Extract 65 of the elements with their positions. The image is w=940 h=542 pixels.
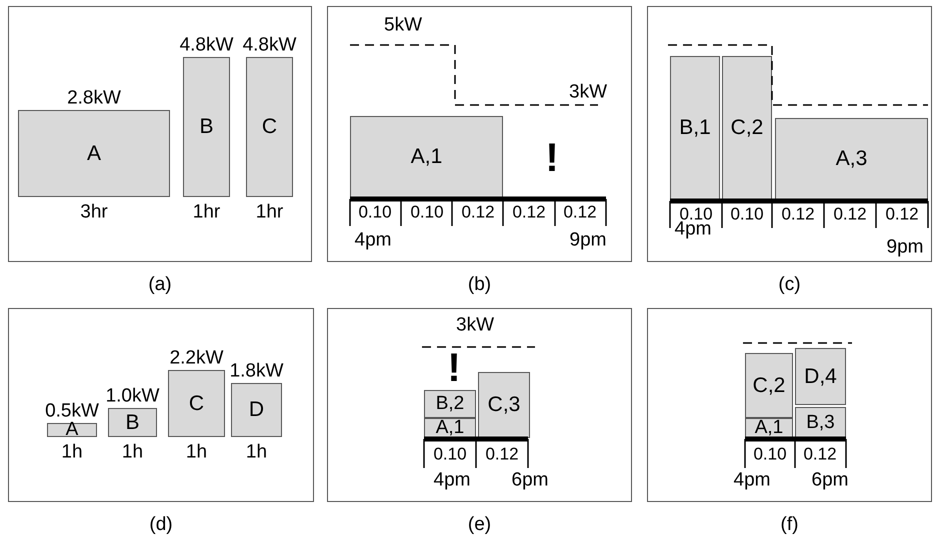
price-label: 0.10 <box>679 206 713 222</box>
price-label: 0.10 <box>433 446 467 462</box>
load-block: A,1 <box>350 116 503 198</box>
time-label: 4pm <box>354 230 392 250</box>
load-block: C,3 <box>478 372 530 438</box>
duration-label: 1hr <box>256 202 284 222</box>
load-block: D,4 <box>795 348 846 405</box>
panel-caption: (a) <box>148 274 172 296</box>
power-limit-label: 3kW <box>456 316 494 334</box>
panel-caption: (f) <box>780 514 798 536</box>
load-block: B <box>183 57 230 197</box>
power-label: 1.8kW <box>230 362 284 380</box>
duration-label: 1hr <box>192 202 220 222</box>
power-label: 2.8kW <box>67 88 121 108</box>
warning-mark: ! <box>545 138 559 178</box>
time-label: 6pm <box>512 470 548 490</box>
panel-caption: (c) <box>778 274 801 296</box>
price-label: 0.12 <box>781 206 815 222</box>
load-block: C <box>168 370 225 437</box>
duration-label: 1h <box>122 442 144 462</box>
load-block: A,3 <box>775 118 928 200</box>
load-block: B,3 <box>795 407 846 438</box>
power-label: 4.8kW <box>242 36 296 54</box>
time-label: 4pm <box>674 220 712 238</box>
load-block: B <box>108 408 157 437</box>
time-label: 9pm <box>886 238 924 256</box>
price-label: 0.12 <box>485 446 519 462</box>
warning-mark: ! <box>447 348 461 388</box>
power-label: 2.2kW <box>170 348 224 368</box>
power-limit-label: 3kW <box>569 82 607 102</box>
price-label: 0.10 <box>753 446 787 462</box>
power-label: 1.0kW <box>106 386 160 406</box>
panel-caption: (d) <box>149 514 173 536</box>
load-block: D <box>231 383 282 437</box>
price-label: 0.12 <box>833 206 867 222</box>
duration-label: 1h <box>186 442 208 462</box>
price-label: 0.12 <box>885 206 919 222</box>
duration-label: 3hr <box>80 202 108 222</box>
load-block: A,1 <box>745 418 793 438</box>
load-block: B,1 <box>670 56 720 200</box>
time-label: 4pm <box>734 470 770 490</box>
duration-label: 1h <box>61 442 83 462</box>
price-label: 0.12 <box>563 204 597 220</box>
time-label: 9pm <box>570 230 606 250</box>
time-label: 4pm <box>434 470 470 490</box>
price-label: 0.10 <box>730 206 764 222</box>
price-label: 0.12 <box>512 204 546 220</box>
price-label: 0.12 <box>461 204 495 220</box>
panel-caption: (b) <box>468 274 492 296</box>
power-limit-label: 5kW <box>384 16 422 34</box>
power-label: 0.5kW <box>45 402 99 420</box>
time-label: 6pm <box>812 470 848 490</box>
load-block: C <box>246 57 293 197</box>
price-label: 0.10 <box>410 204 444 220</box>
load-block: C,2 <box>745 353 793 418</box>
panel-caption: (e) <box>468 514 492 536</box>
load-block: A <box>47 423 97 437</box>
load-block: C,2 <box>722 56 772 200</box>
duration-label: 1h <box>246 442 268 462</box>
price-label: 0.12 <box>803 446 837 462</box>
load-block: B,2 <box>424 390 476 418</box>
price-label: 0.10 <box>358 204 392 220</box>
power-label: 4.8kW <box>180 36 234 54</box>
load-block: A <box>18 110 170 197</box>
load-block: A,1 <box>424 418 476 438</box>
